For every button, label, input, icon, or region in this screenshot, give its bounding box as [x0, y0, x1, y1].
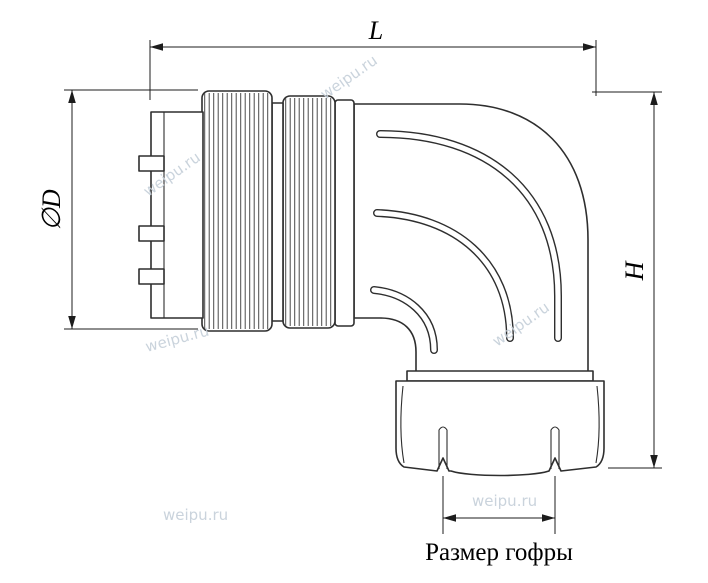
dimension-corrugation: Размер гофры: [425, 476, 573, 566]
corrugation-nut-slot-left: [438, 426, 448, 469]
plug-pin-bottom: [138, 268, 165, 285]
knurled-ring-front-knurling: [204, 93, 270, 329]
corrugation-arrow-right: [542, 514, 555, 522]
plug-pin-middle: [138, 225, 165, 242]
corrugation-nut-slot-right: [550, 426, 560, 469]
corrugation-nut-flange: [406, 370, 594, 382]
diameter-arrow-top: [68, 90, 76, 103]
corrugation-nut-contour-right: [595, 385, 600, 464]
height-arrow-top: [650, 92, 658, 105]
watermark-text: weipu.ru: [317, 51, 381, 103]
connector-body: [138, 90, 605, 477]
dimension-length: L: [149, 16, 597, 100]
diameter-arrow-bottom: [68, 316, 76, 329]
length-arrow-right: [583, 43, 596, 51]
watermark-text: weipu.ru: [163, 506, 228, 524]
boot-ridge-inner-2: [374, 210, 513, 341]
boot-ridge-inner-1: [377, 131, 561, 341]
plug-face: [150, 111, 204, 319]
corrugation-arrow-left: [443, 514, 456, 522]
height-label: H: [620, 260, 649, 281]
corrugation-nut-contour-left: [400, 385, 405, 464]
plug-pin-top: [138, 155, 165, 172]
watermark-text: weipu.ru: [143, 322, 211, 356]
corrugation-label: Размер гофры: [425, 539, 573, 566]
boot-ridge-inner-3: [371, 287, 437, 353]
coupling-ring-rear-knurling: [285, 98, 333, 326]
ring-separator-band: [271, 102, 284, 322]
corrugation-nut-body: [395, 380, 605, 477]
watermark-text: weipu.ru: [472, 492, 537, 510]
boot-ridges: [370, 130, 562, 354]
length-label: L: [368, 16, 383, 45]
length-arrow-left: [150, 43, 163, 51]
dimension-height: H: [592, 91, 662, 469]
corrugation-nut: [395, 370, 605, 477]
boot-collar: [334, 99, 355, 327]
dimension-diameter: ∅D: [37, 89, 198, 330]
diameter-label: ∅D: [37, 189, 66, 231]
height-arrow-bottom: [650, 455, 658, 468]
